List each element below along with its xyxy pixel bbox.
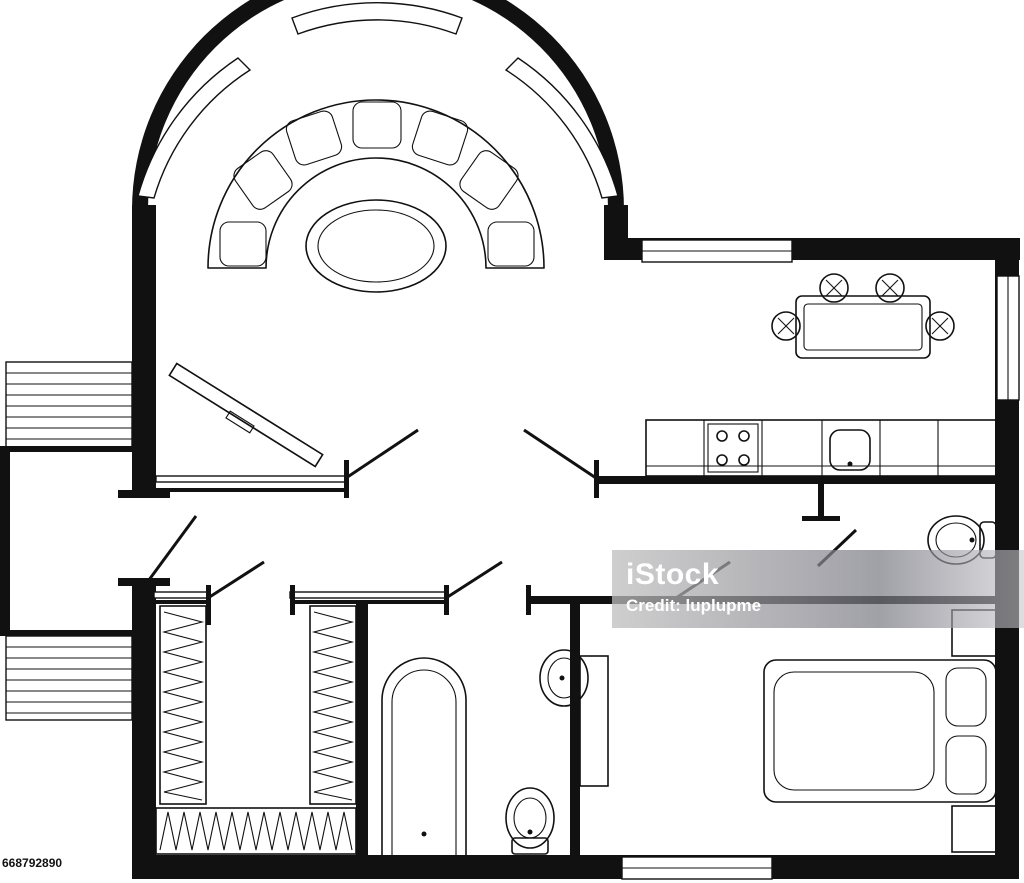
cushion bbox=[487, 221, 535, 267]
left-lower-wall bbox=[132, 585, 156, 879]
stairs-lower bbox=[5, 635, 133, 721]
bathroom-shelf bbox=[579, 655, 609, 787]
watermark-credit: Credit: luplupme bbox=[626, 596, 762, 615]
sink-icon bbox=[539, 649, 589, 707]
image-id-label: 668792890 bbox=[0, 852, 86, 874]
kitchen-counter bbox=[645, 419, 997, 477]
cushion bbox=[459, 150, 519, 210]
cushion bbox=[352, 101, 402, 149]
interior-walls bbox=[153, 460, 998, 858]
coffee-table-oval bbox=[305, 199, 447, 293]
toilet-icon bbox=[505, 787, 555, 855]
exterior-walls bbox=[118, 0, 1020, 879]
sink-icon bbox=[829, 429, 871, 471]
left-wall bbox=[132, 205, 156, 495]
dining-table bbox=[795, 295, 931, 359]
closet-left bbox=[159, 605, 207, 805]
bed-or-tub bbox=[763, 659, 997, 803]
entry-post-bottom bbox=[118, 578, 170, 586]
cushion bbox=[233, 150, 293, 210]
bay-window-right bbox=[504, 57, 619, 199]
bay-right-drop bbox=[604, 205, 628, 260]
nightstand bbox=[951, 609, 997, 853]
cushion bbox=[411, 110, 469, 166]
door-living-left bbox=[345, 428, 419, 480]
bottom-wall bbox=[132, 855, 1019, 879]
cushion bbox=[219, 221, 267, 267]
stove-burner-icon bbox=[707, 423, 759, 473]
door-living-right bbox=[523, 428, 597, 480]
bay-window-left bbox=[137, 57, 252, 199]
door-bath-1 bbox=[445, 560, 503, 600]
bathtub-icon bbox=[381, 657, 467, 857]
sofa-curved bbox=[207, 99, 545, 269]
chair-icon bbox=[771, 273, 955, 341]
stairs-upper bbox=[5, 361, 133, 451]
bay-window-top bbox=[291, 2, 463, 35]
door-entry bbox=[144, 515, 198, 585]
entry-post-top bbox=[118, 490, 170, 498]
cushion bbox=[285, 110, 343, 166]
closet-bottom bbox=[155, 807, 357, 855]
entry-landing bbox=[0, 446, 132, 636]
tv-unit bbox=[168, 362, 324, 468]
watermark-overlay: iStock Credit: luplupme bbox=[612, 550, 1024, 628]
windows bbox=[137, 2, 1020, 880]
closet-right bbox=[309, 605, 357, 805]
watermark-brand: iStock bbox=[626, 558, 720, 591]
door-closet bbox=[207, 560, 265, 600]
